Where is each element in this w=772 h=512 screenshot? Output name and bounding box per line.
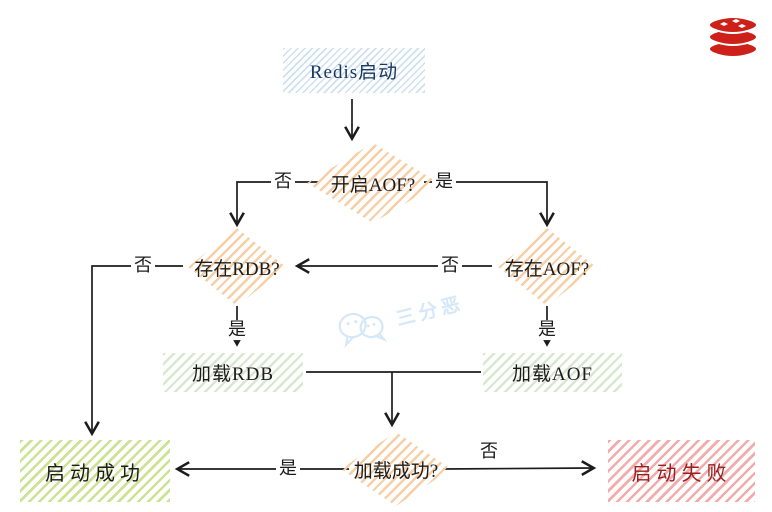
edge-label-load-success-yes: 是 [276, 458, 300, 479]
node-aof-exists-label: 存在AOF? [504, 258, 590, 280]
node-load-success: 加载成功? [341, 432, 451, 506]
node-rdb-exists-label: 存在RDB? [194, 258, 280, 280]
edge-label-rdb-exists-yes: 是 [225, 319, 249, 340]
edge-label-load-success-no: 否 [480, 441, 498, 462]
edge-label-aof-exists-yes: 是 [535, 319, 559, 340]
node-rdb-exists: 存在RDB? [188, 228, 286, 306]
node-aof-enabled-label: 开启AOF? [330, 174, 416, 196]
edge-label-aof-enabled-yes: 是 [432, 171, 456, 192]
watermark: 三分恶 [330, 279, 468, 355]
node-startup-success: 启动成功 [20, 440, 170, 502]
node-load-aof-label: 加载AOF [511, 364, 593, 385]
edge-label-aof-exists-no: 否 [438, 255, 462, 276]
node-startup-failure: 启动失败 [608, 440, 755, 502]
node-aof-enabled: 开启AOF? [307, 143, 439, 223]
node-load-rdb: 加载RDB [163, 353, 303, 392]
node-startup-success-label: 启动成功 [45, 462, 145, 485]
node-load-rdb-label: 加载RDB [191, 364, 275, 385]
node-redis-start: Redis启动 [283, 48, 425, 93]
node-load-success-label: 加载成功? [353, 460, 439, 482]
node-startup-failure-label: 启动失败 [631, 462, 732, 485]
node-load-aof: 加载AOF [483, 353, 622, 392]
node-redis-start-label: Redis启动 [309, 62, 399, 83]
wechat-icon [338, 312, 388, 349]
edge-label-aof-enabled-no: 否 [271, 171, 295, 192]
watermark-text: 三分恶 [394, 292, 467, 330]
edge-label-rdb-exists-no: 否 [131, 255, 155, 276]
node-aof-exists: 存在AOF? [498, 228, 596, 306]
redis-logo-icon [706, 14, 760, 70]
